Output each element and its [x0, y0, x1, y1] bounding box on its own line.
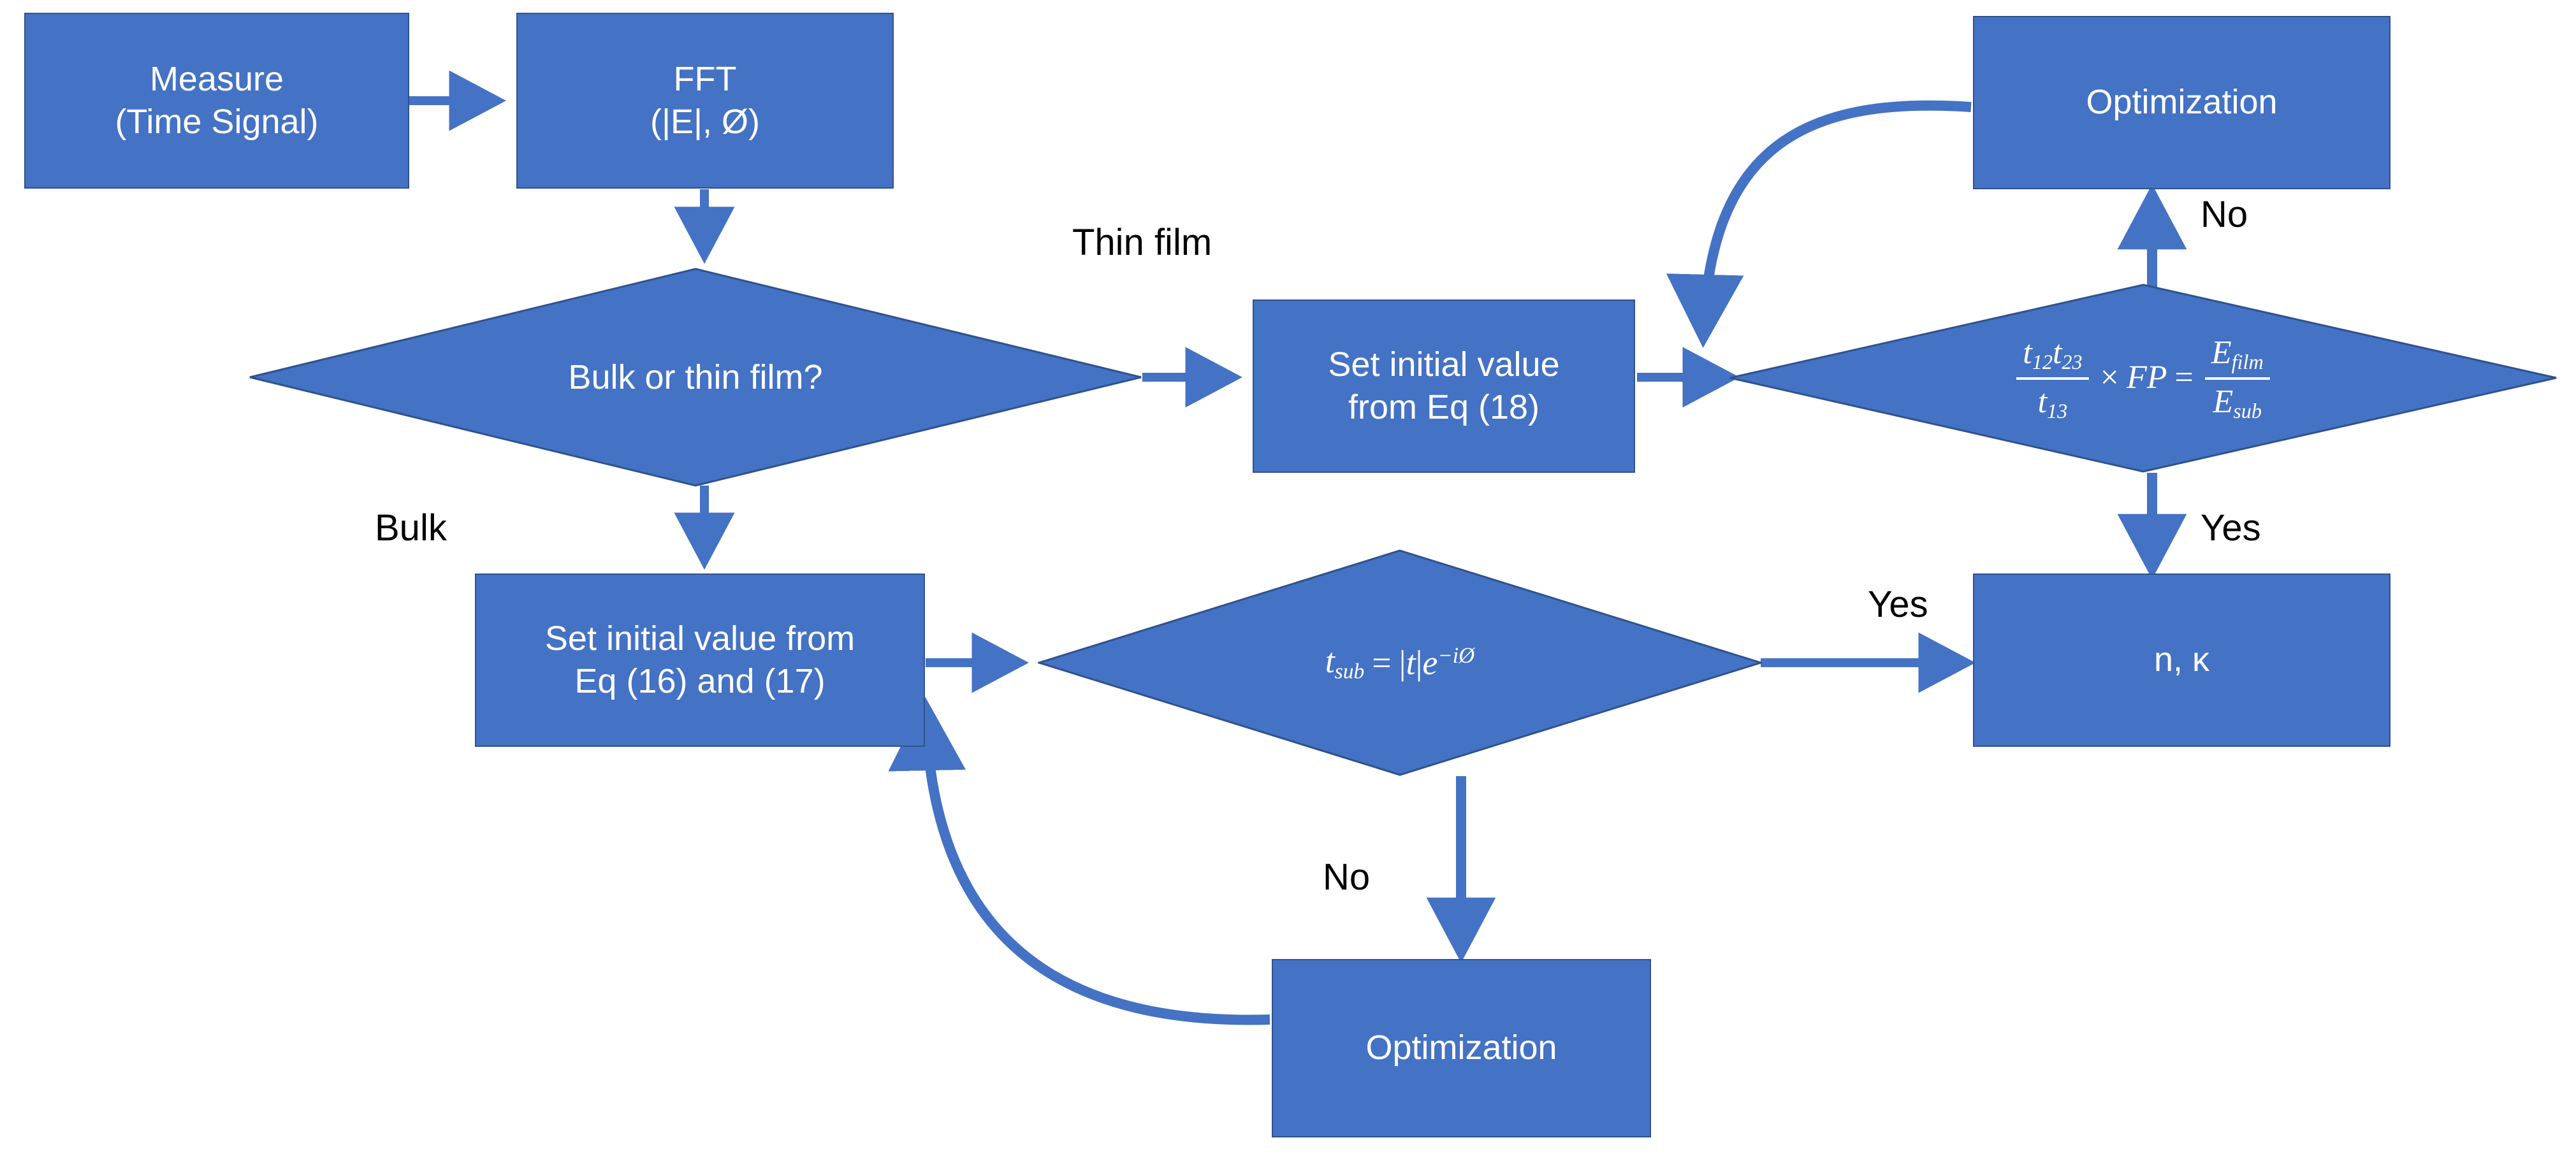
edge-label-no-bottom: No	[1323, 856, 1371, 898]
node-result-n-kappa-label: n, κ	[2153, 640, 2210, 679]
node-result-n-kappa[interactable]: n, κ	[1973, 573, 2390, 747]
edge-label-bulk: Bulk	[375, 507, 447, 549]
node-optimization-bottom[interactable]: Optimization	[1272, 959, 1651, 1137]
node-fft-label: FFT (|E|, Ø)	[650, 59, 760, 141]
node-optimization-bottom-label: Optimization	[1365, 1028, 1557, 1067]
edge-optimization-bottom-to-eq1617	[888, 697, 1270, 1025]
decision-tsub-shape	[1038, 549, 1762, 776]
edge-label-no-top-right: No	[2201, 194, 2248, 235]
decision-film-equation-shape	[1729, 284, 2557, 473]
edge-label-yes-middle: Yes	[1868, 584, 1928, 625]
decision-material-shape	[249, 268, 1142, 487]
node-set-initial-eq18-label: Set initial value from Eq (18)	[1328, 345, 1560, 427]
node-set-initial-eq16-17-label: Set initial value from Eq (16) and (17)	[544, 619, 855, 701]
node-measure-label: Measure (Time Signal)	[115, 59, 319, 141]
node-fft[interactable]: FFT (|E|, Ø)	[516, 13, 894, 189]
node-decision-film-equation[interactable]: t12t23 t13 ×FP = Efilm Esub	[1729, 284, 2558, 473]
edge-optimization-top-to-decision-film	[1666, 100, 1972, 348]
node-decision-material[interactable]: Bulk or thin film?	[249, 268, 1142, 487]
node-set-initial-eq16-17[interactable]: Set initial value from Eq (16) and (17)	[475, 573, 925, 747]
node-set-initial-eq18[interactable]: Set initial value from Eq (18)	[1253, 299, 1635, 473]
edge-label-thin-film: Thin film	[1072, 222, 1212, 263]
node-optimization-top-label: Optimization	[2086, 83, 2278, 122]
node-optimization-top[interactable]: Optimization	[1973, 16, 2390, 189]
edge-label-yes-right: Yes	[2201, 507, 2261, 549]
node-decision-tsub[interactable]: tsub = |t|e−iØ	[1038, 549, 1762, 776]
node-measure[interactable]: Measure (Time Signal)	[24, 13, 409, 189]
